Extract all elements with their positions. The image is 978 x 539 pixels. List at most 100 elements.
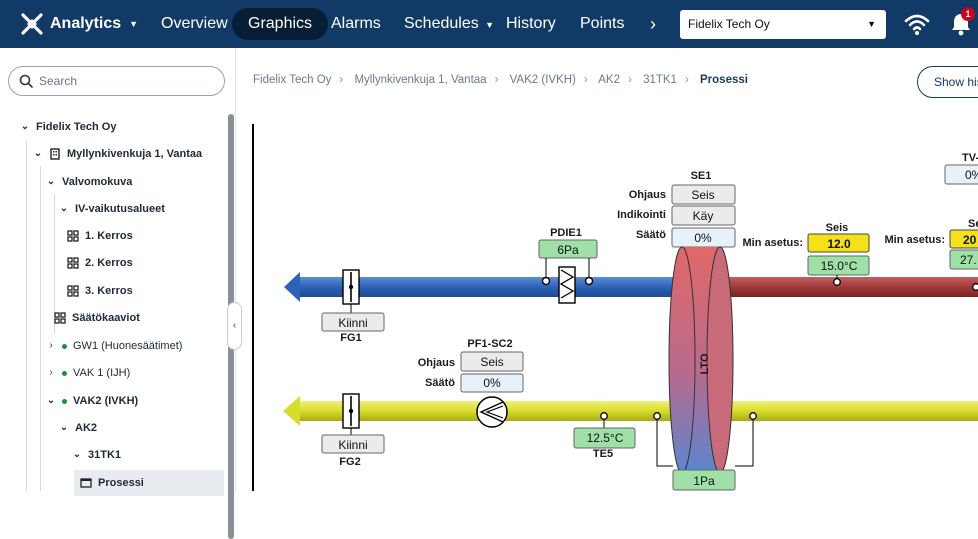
se1-ohjaus-box[interactable] <box>671 184 736 205</box>
supply-setpoint-box[interactable] <box>807 233 870 253</box>
tv-value: 0% <box>965 168 978 182</box>
process-diagram: Kiinni FG1 Kiinni FG2 PDIE1 6Pa SE1 Ohja… <box>252 124 978 491</box>
se1-saato-value: 0% <box>694 231 712 245</box>
chevron-right-icon: › <box>49 340 53 351</box>
breadcrumb-current: Prosessi <box>700 74 748 86</box>
tv-value-box[interactable] <box>944 164 978 185</box>
nav-history[interactable]: History <box>506 15 556 32</box>
exhaust-fan-icon[interactable] <box>476 396 508 428</box>
breadcrumb: Fidelix Tech Oy› Myllynkivenkuja 1, Vant… <box>253 74 748 86</box>
supply-temp-status: Seis <box>826 222 849 234</box>
right-temp-box[interactable] <box>949 249 978 270</box>
status-dot-icon <box>62 398 67 404</box>
breadcrumb-item[interactable]: Fidelix Tech Oy <box>253 74 332 86</box>
pf1-ohjaus-label: Ohjaus <box>418 357 455 369</box>
chevron-down-icon: ⌄ <box>46 395 56 406</box>
fg1-damper-icon[interactable] <box>342 269 360 314</box>
pd-sensor-icon <box>749 412 757 420</box>
tree-item-fidelix-tech-oy[interactable]: ⌄Fidelix Tech Oy <box>20 114 117 140</box>
tv-title: TV- <box>962 152 978 164</box>
nav-points[interactable]: Points <box>580 15 625 32</box>
tree-item-valvomokuva[interactable]: ⌄Valvomokuva <box>46 169 133 195</box>
search-input[interactable]: Search <box>8 66 225 96</box>
floorplan-icon <box>54 312 66 324</box>
status-dot-icon <box>62 370 67 376</box>
right-temp-value: 27. <box>960 253 977 267</box>
app-logo-menu[interactable]: Analytics ▼ <box>20 12 138 36</box>
right-min-label: Min asetus: <box>884 234 945 246</box>
tree-item-vak2[interactable]: ⌄ VAK2 (IVKH) <box>46 388 138 414</box>
nav-graphics[interactable]: Graphics <box>232 8 329 40</box>
right-temp-sensor-icon <box>972 283 978 291</box>
tree-item-31tk1[interactable]: ⌄31TK1 <box>72 442 121 468</box>
fidelix-logo-icon <box>21 13 43 35</box>
nav-overview[interactable]: Overview <box>161 15 228 32</box>
caret-down-icon: ▼ <box>485 20 495 30</box>
status-dot-icon <box>62 343 67 349</box>
breadcrumb-item[interactable]: 31TK1 <box>643 74 677 86</box>
se1-ohjaus-value: Seis <box>691 188 714 202</box>
tree-item-saatokaaviot[interactable]: Säätökaaviot <box>54 305 140 331</box>
te5-label: TE5 <box>593 448 613 460</box>
search-icon <box>19 74 33 88</box>
nav-alarms[interactable]: Alarms <box>331 15 381 32</box>
lto-heat-recovery-wheel[interactable]: LTO <box>668 246 734 474</box>
tree-item-ak2[interactable]: ⌄AK2 <box>59 415 97 441</box>
chevron-down-icon: ⌄ <box>72 449 82 460</box>
app-name: Analytics <box>50 15 122 32</box>
tree-item-gw1[interactable]: › GW1 (Huonesäätimet) <box>46 333 182 359</box>
pf1-saato-value: 0% <box>483 376 501 390</box>
tree-item-prosessi[interactable]: Prosessi <box>74 470 224 496</box>
supply-temp-box[interactable] <box>807 255 870 276</box>
se1-indikointi-value: Käy <box>693 209 714 223</box>
nav-more-chevron-right-icon[interactable]: › <box>650 14 656 34</box>
tree-item-iv-vaikutusalueet[interactable]: ⌄IV-vaikutusalueet <box>59 196 165 222</box>
site-select[interactable]: Fidelix Tech Oy ▼ <box>680 10 886 39</box>
chevron-down-icon: ⌄ <box>20 121 30 132</box>
chevron-right-icon: › <box>49 367 53 378</box>
breadcrumb-item[interactable]: Myllynkivenkuja 1, Vantaa <box>354 74 487 86</box>
floorplan-icon <box>67 285 79 297</box>
se1-indikointi-label: Indikointi <box>617 209 666 221</box>
tree-item-myllynkivenkuja[interactable]: ⌄ Myllynkivenkuja 1, Vantaa <box>33 141 202 167</box>
tree-item-2-kerros[interactable]: 2. Kerros <box>67 250 133 276</box>
se1-indikointi-box[interactable] <box>671 205 736 226</box>
se1-title: SE1 <box>691 170 712 182</box>
pf1-ohjaus-box[interactable] <box>460 351 524 372</box>
tree-item-1-kerros[interactable]: 1. Kerros <box>67 223 133 249</box>
fg1-value-box[interactable] <box>321 312 385 332</box>
fg2-value-box[interactable] <box>321 434 385 454</box>
wifi-icon[interactable] <box>904 12 930 36</box>
pf1-saato-label: Säätö <box>425 377 455 389</box>
breadcrumb-item[interactable]: AK2 <box>598 74 621 86</box>
floorplan-icon <box>67 257 79 269</box>
right-setpoint-box[interactable] <box>949 229 978 249</box>
pd-sensor-icon <box>653 412 661 420</box>
tree-guide-line <box>40 166 41 491</box>
breadcrumb-item[interactable]: VAK2 (IVKH) <box>509 74 576 86</box>
te5-value-box[interactable] <box>573 427 636 449</box>
tree-item-vak1[interactable]: › VAK 1 (IJH) <box>46 360 130 386</box>
floorplan-icon <box>67 230 79 242</box>
right-temp-status: Se <box>968 218 978 230</box>
show-history-button[interactable]: Show his <box>917 66 978 98</box>
se1-ohjaus-label: Ohjaus <box>629 189 666 201</box>
pf1-title: PF1-SC2 <box>467 338 512 350</box>
supply-temp-value: 15.0°C <box>821 259 858 273</box>
supply-air-duct-heated <box>722 277 978 297</box>
filter-icon[interactable] <box>541 258 594 304</box>
tree-item-3-kerros[interactable]: 3. Kerros <box>67 278 133 304</box>
chevron-down-icon: ⌄ <box>59 422 69 433</box>
pdie1-value-box[interactable] <box>538 239 598 259</box>
supply-temp-sensor-icon <box>833 278 841 286</box>
pd-bottom-value-box[interactable] <box>672 469 736 491</box>
caret-down-icon: ▼ <box>129 19 139 29</box>
pf1-saato-box[interactable] <box>460 373 524 393</box>
nav-schedules[interactable]: Schedules ▼ <box>404 15 495 32</box>
pdie1-value: 6Pa <box>557 243 579 257</box>
fg2-damper-icon[interactable] <box>342 393 360 436</box>
tree-guide-line <box>54 194 55 334</box>
collapse-sidebar-chevron-left-icon[interactable]: ‹ <box>227 302 242 350</box>
chevron-down-icon: ⌄ <box>33 148 43 159</box>
tree-guide-line <box>26 140 27 491</box>
